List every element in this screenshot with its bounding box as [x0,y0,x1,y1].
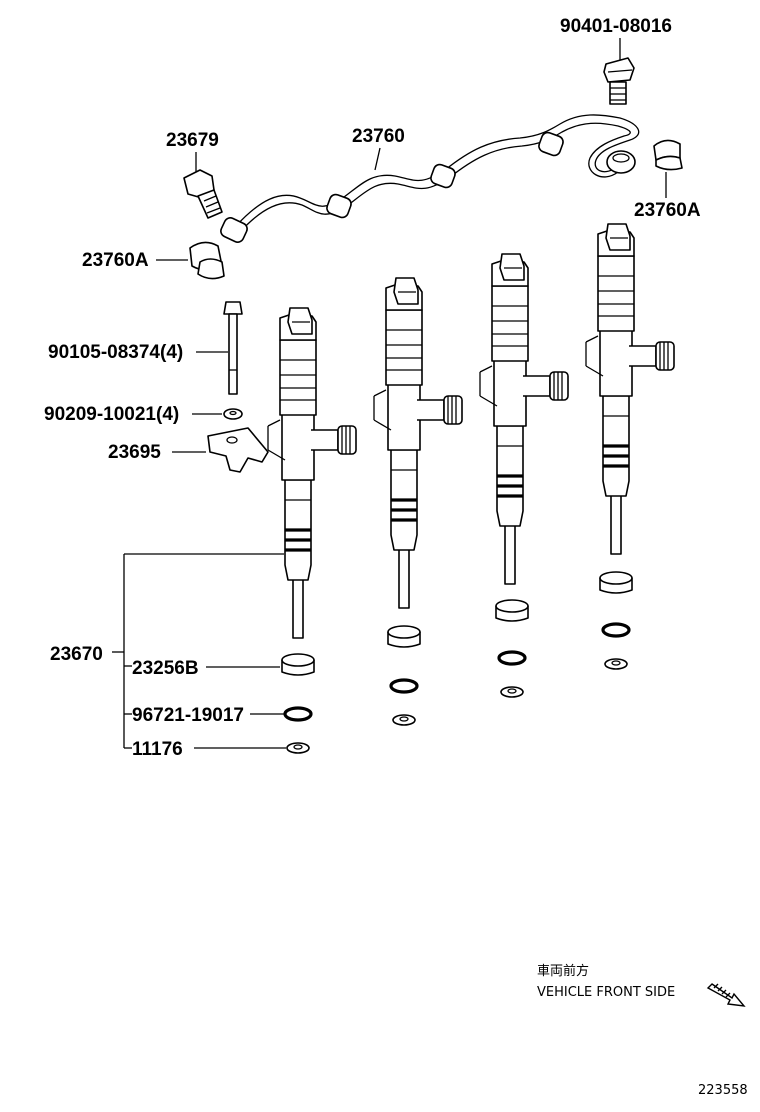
label-fuel-pipe: 23760 [352,126,405,147]
label-union-bolt: 23679 [166,130,219,151]
label-injector-bolt: 90105-08374(4) [48,342,183,363]
injector-2 [372,276,464,610]
fuel-pipe-part [220,114,640,243]
label-washer: 90209-10021(4) [44,404,179,425]
seat-1 [281,653,315,676]
front-direction-arrow-icon [706,983,746,1007]
oring-2 [389,678,419,694]
injector-3 [478,252,570,586]
diagram-id: 223558 [698,1083,748,1098]
label-clamp-left: 23760A [82,250,149,271]
injector-bolt-part [223,301,243,395]
label-injector-assy: 23670 [50,644,103,665]
direction-english: VEHICLE FRONT SIDE [537,985,675,1000]
gasket-1 [286,742,310,754]
seat-3 [495,599,529,622]
clamp-plate-part [207,427,269,473]
gasket-3 [500,686,524,698]
clamp-right-part [653,139,683,171]
label-gasket: 11176 [132,739,183,760]
oring-3 [497,650,527,666]
direction-japanese: 車両前方 [537,963,589,979]
label-o-ring: 96721-19017 [132,705,244,726]
label-seat: 23256B [132,658,199,679]
gasket-4 [604,658,628,670]
label-clamp-right: 23760A [634,200,701,221]
seat-4 [599,571,633,594]
bolt-top-part [603,57,635,105]
union-bolt-part [183,169,223,219]
washer-part [223,408,243,420]
injector-4 [584,222,676,556]
seat-2 [387,625,421,648]
label-clamp-plate: 23695 [108,442,161,463]
clamp-left-part [189,241,225,280]
oring-4 [601,622,631,638]
gasket-2 [392,714,416,726]
injector-1 [266,306,358,640]
label-bolt-top: 90401-08016 [560,16,672,37]
oring-1 [283,706,313,722]
